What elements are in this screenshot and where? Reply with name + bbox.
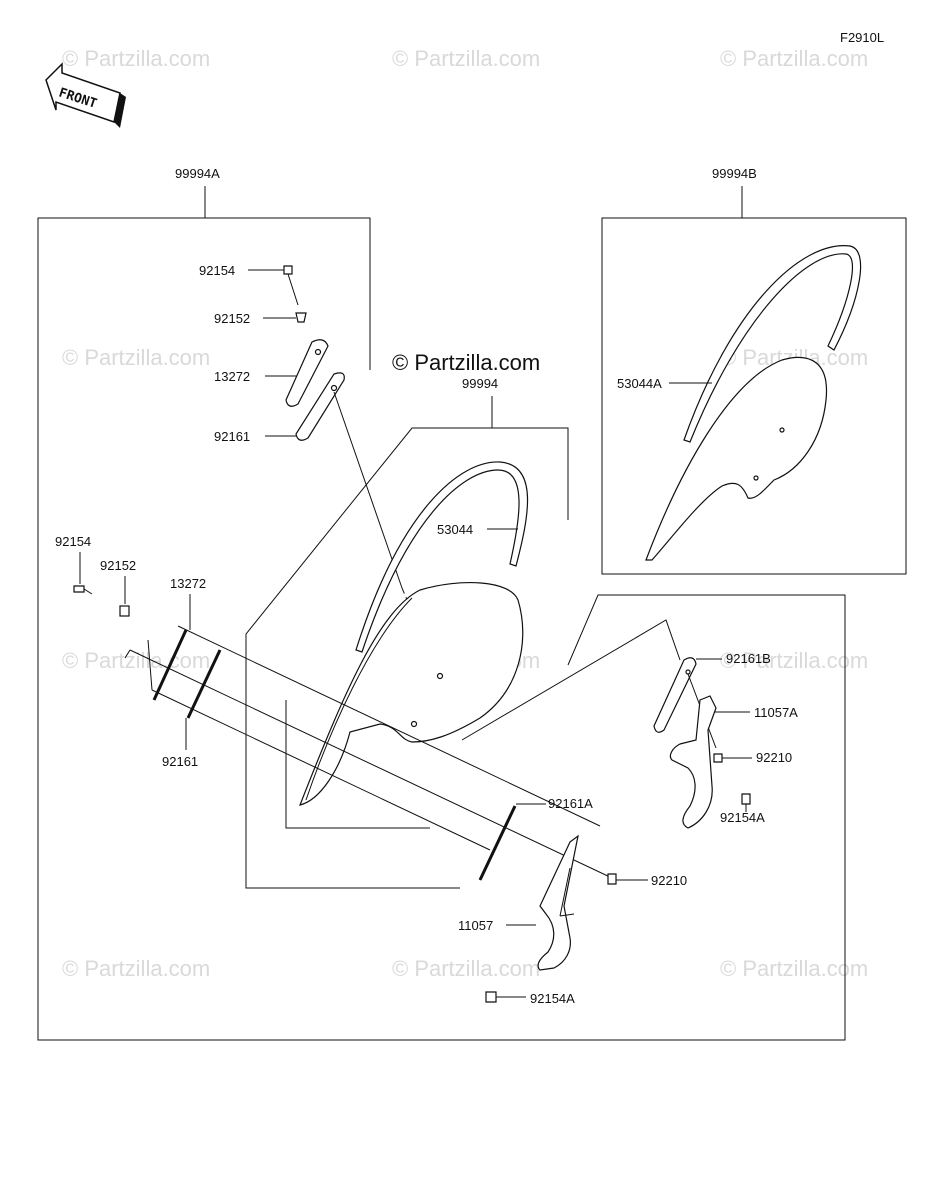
part-label-13272-left: 13272	[170, 576, 206, 591]
kit-99994: 99994 53044	[245, 376, 569, 889]
part-label-92210-right: 92210	[756, 750, 792, 765]
windshield	[299, 582, 524, 806]
grommet-icon	[285, 339, 329, 407]
watermark: © Partzilla.com	[720, 956, 868, 981]
figure-code: F2910L	[840, 30, 884, 45]
part-label-92161b: 92161B	[726, 651, 771, 666]
bolt-icon	[283, 265, 293, 275]
group-label-99994: 99994	[462, 376, 498, 391]
collar-icon	[119, 605, 130, 617]
part-label-11057: 11057	[458, 918, 493, 933]
part-label-92210: 92210	[651, 873, 687, 888]
right-hardware-cluster: 92161B 11057A 92210 92154A	[461, 619, 798, 829]
part-label-92161: 92161	[214, 429, 250, 444]
collar-icon	[295, 312, 307, 323]
part-label-11057a: 11057A	[754, 705, 798, 720]
part-label-92154: 92154	[199, 263, 235, 278]
watermark: © Partzilla.com	[392, 956, 540, 981]
windshield-b	[645, 356, 828, 561]
part-label-92161a: 92161A	[548, 796, 593, 811]
group-label-99994a: 99994A	[175, 166, 220, 181]
watermark: © Partzilla.com	[62, 648, 210, 673]
trim-strip-53044a	[683, 245, 862, 443]
mount-bar-assembly: 92154 92152 13272 92161 92161A 92210 110…	[55, 534, 687, 1006]
trim-strip-53044	[355, 461, 529, 653]
part-label-13272: 13272	[214, 369, 250, 384]
part-label-92152-left: 92152	[100, 558, 136, 573]
watermark: © Partzilla.com	[392, 46, 540, 71]
watermark: © Partzilla.com	[62, 345, 210, 370]
part-label-92152: 92152	[214, 311, 250, 326]
group-label-99994b: 99994B	[712, 166, 757, 181]
watermark: © Partzilla.com	[62, 46, 210, 71]
part-label-92154a: 92154A	[530, 991, 575, 1006]
part-label-53044: 53044	[437, 522, 473, 537]
watermarks: © Partzilla.com © Partzilla.com © Partzi…	[62, 46, 868, 981]
part-label-53044a: 53044A	[617, 376, 662, 391]
washer-strip-icon	[653, 657, 697, 733]
kit-99994b: 99994B 53044A	[601, 166, 907, 575]
watermark: © Partzilla.com	[62, 956, 210, 981]
bolt-icon	[741, 793, 751, 805]
nut-icon	[713, 753, 723, 763]
bolt-icon	[485, 991, 497, 1003]
bolt-icon	[73, 585, 85, 593]
nut-icon	[607, 873, 617, 885]
copyright-text: © Partzilla.com	[392, 350, 540, 375]
part-label-92154a-right: 92154A	[720, 810, 765, 825]
watermark: © Partzilla.com	[720, 46, 868, 71]
watermark: © Partzilla.com	[720, 648, 868, 673]
part-label-92154-left: 92154	[55, 534, 91, 549]
part-label-92161-left: 92161	[162, 754, 198, 769]
bracket-11057a	[669, 695, 717, 829]
front-arrow-icon: FRONT	[45, 62, 126, 128]
bracket-11057	[537, 834, 579, 971]
